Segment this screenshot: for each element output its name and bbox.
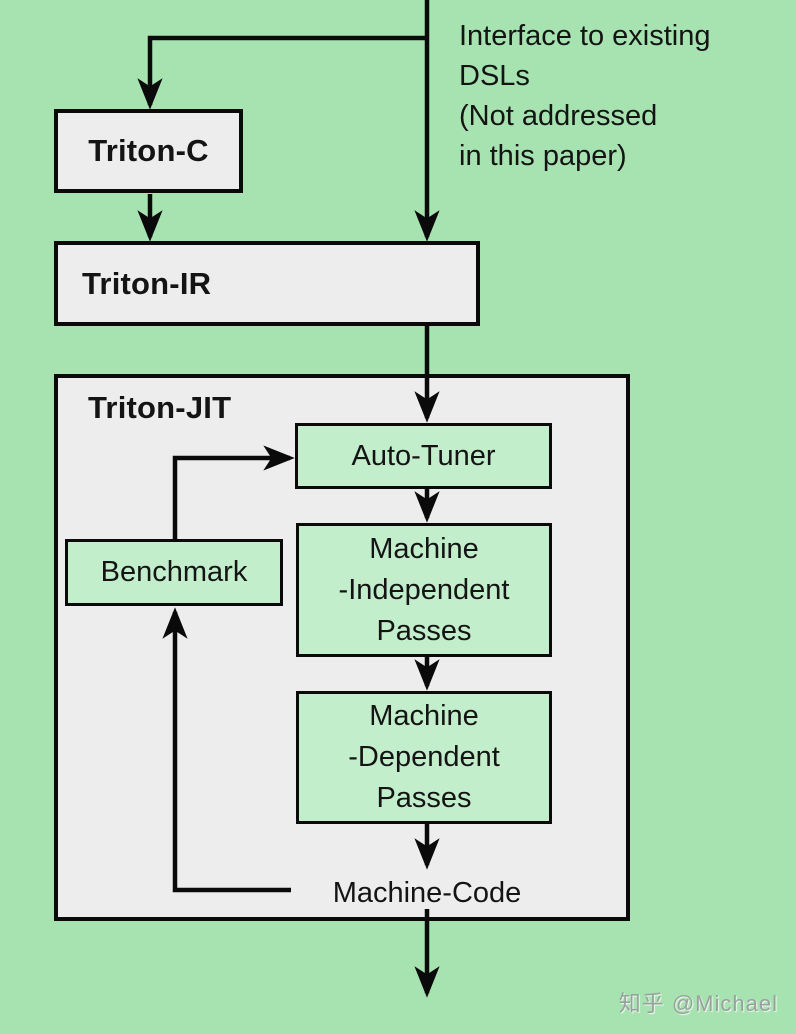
- machine-dependent-line-2: -Dependent: [348, 741, 500, 773]
- annotation-line: (Not addressed: [459, 100, 658, 132]
- machine-dependent-line-1: Machine: [369, 700, 479, 732]
- machine-code-label: Machine-Code: [332, 877, 522, 909]
- machine-dependent-passes-box: Machine -Dependent Passes: [296, 691, 552, 824]
- machine-independent-line-2: -Independent: [338, 573, 510, 606]
- annotation-line: DSLs: [459, 60, 530, 92]
- auto-tuner-label: Auto-Tuner: [351, 439, 496, 472]
- annotation-line: Interface to existing: [459, 20, 711, 52]
- annotation-text: Interface to existing DSLs (Not addresse…: [459, 16, 710, 176]
- auto-tuner-box: Auto-Tuner: [295, 423, 552, 489]
- machine-independent-passes-box: Machine -Independent Passes: [296, 523, 552, 657]
- benchmark-box: Benchmark: [65, 539, 283, 606]
- watermark-text: 知乎 @Michael: [618, 991, 778, 1016]
- machine-independent-passes-label: Machine -Independent Passes: [339, 529, 510, 652]
- triton-jit-label: Triton-JIT: [88, 390, 232, 425]
- triton-ir-label: Triton-IR: [82, 265, 212, 301]
- benchmark-label: Benchmark: [100, 556, 248, 588]
- machine-dependent-line-3: Passes: [376, 782, 472, 814]
- arrow-dsl-branch-to-triton-c: [137, 35, 427, 110]
- annotation-line: in this paper): [459, 140, 627, 172]
- machine-independent-line-3: Passes: [376, 614, 472, 647]
- triton-ir-box: Triton-IR: [54, 241, 480, 326]
- machine-dependent-passes-label: Machine -Dependent Passes: [348, 696, 500, 819]
- triton-c-box: Triton-C: [54, 109, 243, 193]
- triton-c-label: Triton-C: [88, 133, 209, 168]
- machine-independent-line-1: Machine: [369, 532, 479, 565]
